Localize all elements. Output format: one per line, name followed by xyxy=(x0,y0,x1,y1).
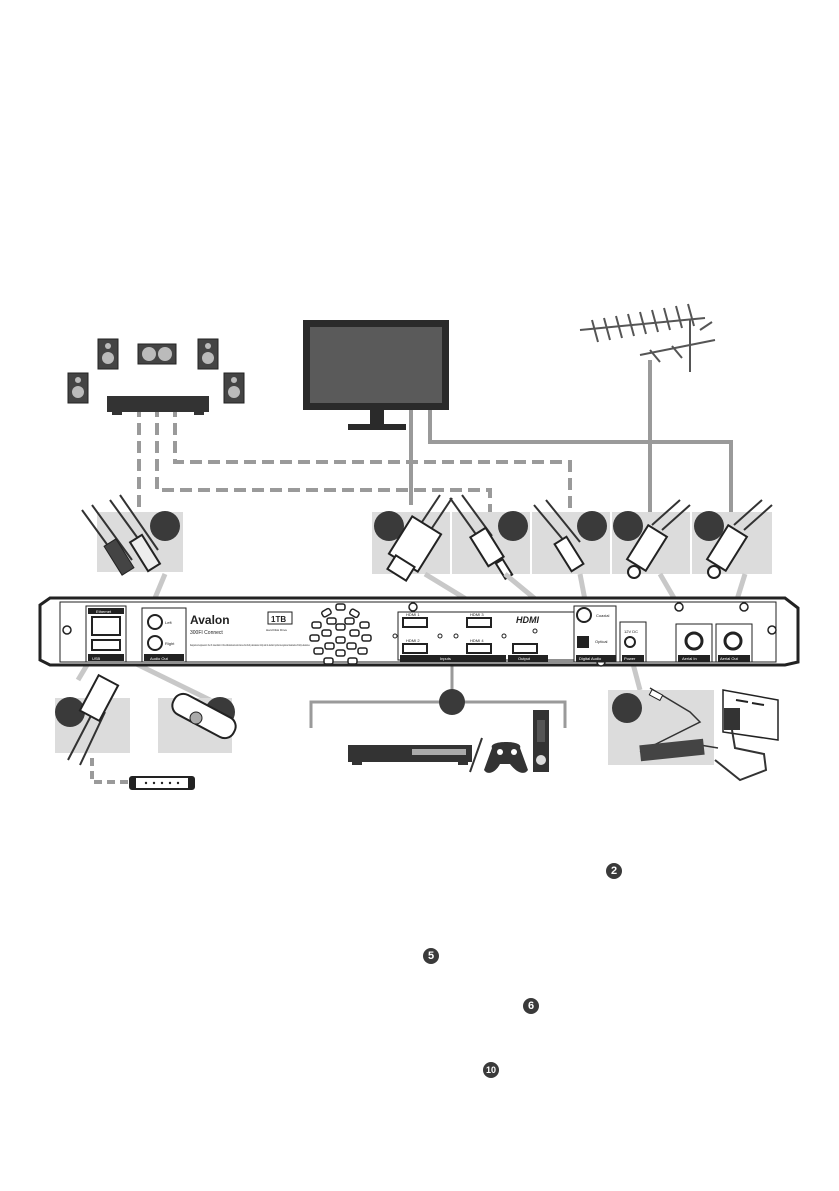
tv-antenna xyxy=(579,303,716,372)
network-router xyxy=(129,776,195,790)
game-console-device xyxy=(533,710,549,772)
tv-aerial-cable xyxy=(428,410,733,520)
usb-label: USB xyxy=(92,656,101,661)
output-label: Output xyxy=(518,656,531,661)
step-badge-10: 10 xyxy=(483,1062,499,1078)
hdmi2-label: HDMI 2 xyxy=(406,638,420,643)
coaxial-connector-tile xyxy=(532,499,610,574)
av-amplifier xyxy=(107,396,209,415)
speaker-system xyxy=(67,338,245,415)
cables xyxy=(90,360,733,784)
television xyxy=(303,320,449,430)
brand-label: Avalon xyxy=(190,613,230,627)
coaxial-label: Coaxial xyxy=(596,613,609,618)
right-label: Right xyxy=(165,641,175,646)
audio-out-connector-tile xyxy=(81,494,183,576)
speaker-rear-left xyxy=(67,372,89,404)
hdmi-connector-tile xyxy=(372,494,453,582)
set-top-box-device xyxy=(348,745,472,765)
inputs-label: Inputs xyxy=(440,656,451,661)
audio-out-label: Audio Out xyxy=(150,656,169,661)
aerial-in-connector-tile xyxy=(612,499,691,579)
power-voltage-label: 12V DC xyxy=(624,629,638,634)
usb-connector-tile xyxy=(158,692,237,753)
speaker-rear-right xyxy=(223,372,245,404)
optical-connector-tile xyxy=(449,494,530,581)
digital-audio-label: Digital Audio xyxy=(579,656,602,661)
capacity-label: 1TB xyxy=(271,615,286,624)
step-badge-6: 6 xyxy=(523,998,539,1014)
optical-label: Optical xyxy=(595,639,608,644)
fan-grille xyxy=(309,603,372,665)
power-label: Power xyxy=(624,656,636,661)
step-badge-2: 2 xyxy=(606,863,622,879)
coaxial-dashed-cable xyxy=(173,405,572,520)
ethernet-connector-tile xyxy=(55,673,130,766)
speaker-center xyxy=(137,343,177,365)
power-supply-tile xyxy=(608,687,719,765)
aerial-out-connector-tile xyxy=(692,499,773,579)
speaker-front-right xyxy=(197,338,219,370)
hdmi-logo: HDMI xyxy=(516,615,539,625)
recorder-rear-panel xyxy=(38,596,800,667)
hdmi4-label: HDMI 4 xyxy=(470,638,484,643)
optical-dashed-cable xyxy=(155,405,492,520)
aerial-out-label: Aerial Out xyxy=(720,656,739,661)
capacity-sub-label: Hard Disk Drive xyxy=(266,628,287,632)
ethernet-label: Ethernet xyxy=(96,609,112,614)
left-label: Left xyxy=(165,620,173,625)
aerial-in-label: Aerial In xyxy=(682,656,697,661)
hdmi3-label: HDMI 3 xyxy=(470,612,484,617)
game-controller-icon xyxy=(484,742,528,773)
model-label: 300FI Connect xyxy=(190,630,223,636)
legal-text: Designed and engineered in the UK. Assem… xyxy=(190,643,310,647)
hdmi1-label: HDMI 1 xyxy=(406,612,420,617)
input-devices-group xyxy=(309,689,567,773)
wall-socket xyxy=(714,689,779,782)
speaker-front-left xyxy=(97,338,119,370)
step-badge-5: 5 xyxy=(423,948,439,964)
